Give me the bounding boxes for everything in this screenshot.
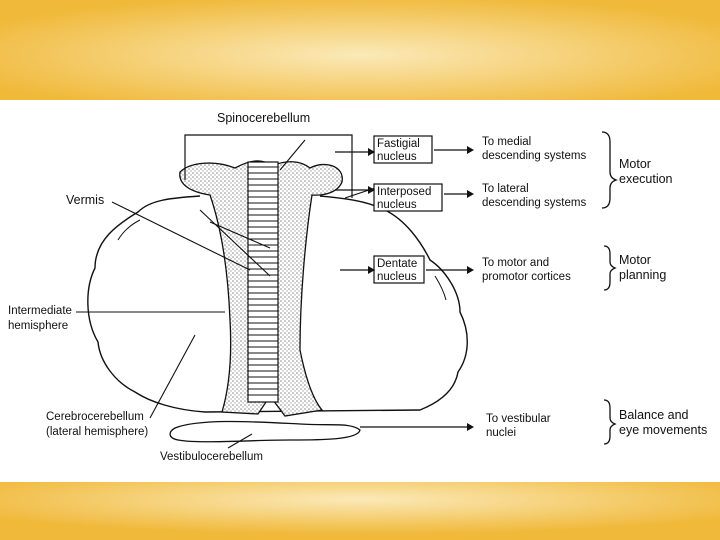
interposed-nucleus-box	[373, 183, 443, 212]
output-arrow	[434, 146, 474, 154]
fastigial-nucleus-label: Fastigial	[377, 138, 420, 150]
brace-motor-planning	[603, 245, 617, 291]
dentate-nucleus-label-2: nucleus	[377, 271, 417, 283]
cerebrocerebellum-label: Cerebrocerebellum	[46, 411, 144, 423]
output-arrow	[426, 266, 474, 274]
target-medial-label-2: descending systems	[482, 150, 586, 162]
function-balance-label: Balance and	[619, 408, 689, 422]
brace-balance	[603, 399, 617, 445]
function-planning-label: Motor	[619, 253, 651, 267]
input-arrow	[340, 266, 375, 274]
function-planning-label-2: planning	[619, 268, 666, 282]
target-vestibular-label: To vestibular	[486, 413, 551, 425]
bottom-decorative-band	[0, 482, 720, 540]
spinocerebellum-bracket	[184, 134, 353, 198]
function-balance-label-2: eye movements	[619, 423, 707, 437]
dentate-nucleus-box	[373, 255, 425, 284]
vestibulocerebellum-label: Vestibulocerebellum	[160, 451, 263, 463]
intermediate-hemisphere-label: Intermediate	[8, 305, 72, 317]
spinocerebellum-label: Spinocerebellum	[217, 111, 310, 125]
fastigial-nucleus-box	[373, 135, 433, 164]
function-execution-label-2: execution	[619, 172, 673, 186]
input-arrow	[335, 186, 375, 194]
vermis-ladder	[247, 161, 279, 403]
vermis-label: Vermis	[66, 193, 104, 207]
fastigial-nucleus-label-2: nucleus	[377, 151, 417, 163]
brace-motor-execution	[601, 131, 619, 209]
cerebrocerebellum-label-2: (lateral hemisphere)	[46, 426, 148, 438]
vestibulocerebellum-lobe	[169, 420, 361, 443]
interposed-nucleus-label: Interposed	[377, 186, 431, 198]
target-lateral-label: To lateral	[482, 183, 529, 195]
cerebellum-diagram: Spinocerebellum Vermis Intermediate hemi…	[8, 111, 707, 463]
target-medial-label: To medial	[482, 136, 531, 148]
dentate-nucleus-label: Dentate	[377, 258, 417, 270]
target-cortices-label: To motor and	[482, 257, 549, 269]
target-cortices-label-2: promotor cortices	[482, 271, 571, 283]
interposed-nucleus-label-2: nucleus	[377, 199, 417, 211]
target-lateral-label-2: descending systems	[482, 197, 586, 209]
output-arrow	[444, 190, 474, 198]
target-vestibular-label-2: nuclei	[486, 427, 516, 439]
top-decorative-band	[0, 0, 720, 100]
function-execution-label: Motor	[619, 157, 651, 171]
intermediate-hemisphere-label-2: hemisphere	[8, 320, 68, 332]
input-arrow	[335, 148, 375, 156]
output-arrow	[360, 423, 474, 431]
